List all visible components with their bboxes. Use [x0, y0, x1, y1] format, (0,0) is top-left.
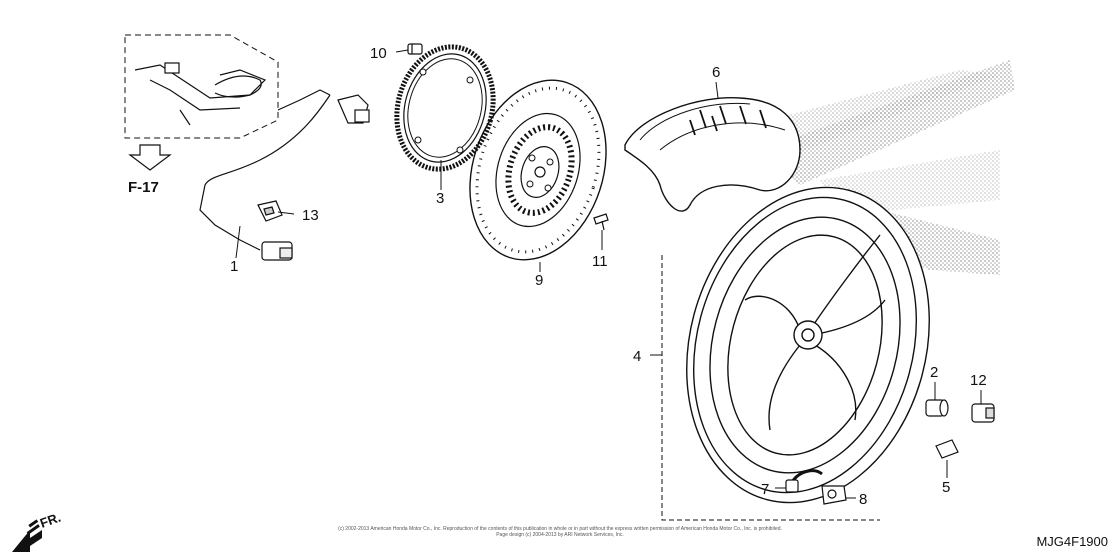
reference-arrow	[128, 144, 172, 171]
leader-lines	[235, 49, 982, 499]
bolt-part-10	[407, 43, 423, 55]
callout-9: 9	[535, 272, 543, 289]
callout-11: 11	[592, 253, 608, 270]
bolt-part-11	[593, 213, 609, 231]
brake-disc-part-9	[469, 79, 607, 261]
tire-part-6	[624, 97, 801, 212]
pulser-ring-part-3	[394, 44, 496, 172]
valve-part-12	[971, 403, 995, 423]
collar-part-2	[925, 399, 949, 417]
callout-1: 1	[230, 258, 238, 275]
callout-4: 4	[633, 348, 641, 365]
front-indicator-label: FR.	[38, 510, 63, 531]
bracket-part-8	[821, 485, 847, 505]
clip-part-13	[257, 200, 283, 222]
front-arrow-icon	[12, 519, 42, 552]
callout-8: 8	[859, 491, 867, 508]
reference-label: F-17	[128, 179, 159, 196]
callout-3: 3	[436, 190, 444, 207]
wheel-callout-bracket	[661, 255, 880, 521]
diagram-code: MJG4F1900	[1036, 534, 1108, 549]
callout-6: 6	[712, 64, 720, 81]
callout-2: 2	[930, 364, 938, 381]
callout-13: 13	[302, 207, 319, 224]
callout-5: 5	[942, 479, 950, 496]
sensor-harness-part-1	[124, 34, 370, 261]
copyright-line-1: (c) 2002-2013 American Honda Motor Co., …	[338, 526, 782, 532]
callout-7: 7	[761, 481, 769, 498]
copyright-line-2: Page design (c) 2004-2013 by ARI Network…	[496, 532, 624, 538]
callout-12: 12	[970, 372, 987, 389]
callout-10: 10	[370, 45, 387, 62]
hose-part-7	[785, 469, 823, 493]
wheel-part-4	[686, 186, 930, 504]
clip-part-5	[935, 439, 959, 459]
